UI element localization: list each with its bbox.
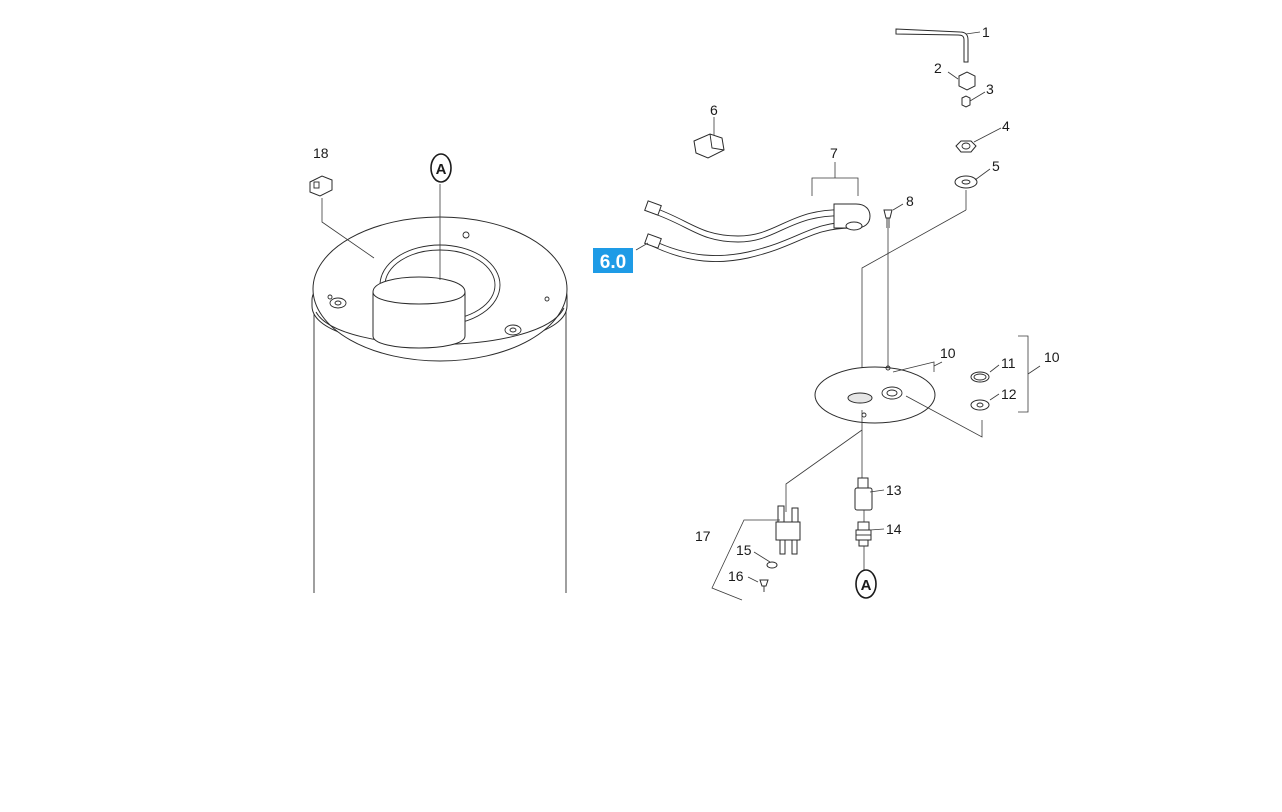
part-7-hoses (644, 200, 871, 263)
part-8-screw (883, 209, 893, 228)
label-part-3: 3 (986, 81, 994, 97)
label-part-6: 6 (710, 102, 718, 118)
part-15-washer (766, 561, 778, 569)
part-17-connector (775, 505, 801, 555)
label-part-10-kit: 10 (1044, 349, 1060, 365)
label-part-4: 4 (1002, 118, 1010, 134)
marker-top-letter: A (436, 161, 447, 178)
reference-link-6-0[interactable]: 6.0 (593, 248, 633, 273)
label-part-2: 2 (934, 60, 942, 76)
tank (311, 216, 568, 593)
part-12-disc (970, 399, 990, 411)
label-part-8: 8 (906, 193, 914, 209)
label-part-1: 1 (982, 24, 990, 40)
part-18-bracket (309, 175, 333, 197)
label-part-17: 17 (695, 528, 711, 544)
label-part-13: 13 (886, 482, 902, 498)
part-2-nut (958, 71, 976, 91)
part-10-plate (814, 365, 936, 424)
label-part-15: 15 (736, 542, 752, 558)
label-part-18: 18 (313, 145, 329, 161)
label-part-10-plate: 10 (940, 345, 956, 361)
label-part-14: 14 (886, 521, 902, 537)
label-part-5: 5 (992, 158, 1000, 174)
label-part-11: 11 (1001, 355, 1016, 371)
reference-link-label[interactable]: 6.0 (600, 252, 626, 273)
marker-bottom-letter: A (861, 577, 872, 594)
connection-marker-top: A (430, 153, 452, 183)
label-part-16: 16 (728, 568, 744, 584)
label-part-12: 12 (1001, 386, 1017, 402)
part-14-fitting (855, 521, 872, 547)
part-4-nut (955, 140, 977, 153)
part-1-rod (895, 28, 969, 63)
part-6-clip (693, 133, 725, 159)
connection-marker-bottom: A (855, 569, 877, 599)
label-part-7: 7 (830, 145, 838, 161)
part-3-ferrule (961, 95, 971, 108)
part-13-sensor (854, 477, 873, 511)
part-16-screw (759, 579, 769, 592)
part-11-ring (970, 371, 990, 383)
part-5-washer (954, 175, 978, 189)
